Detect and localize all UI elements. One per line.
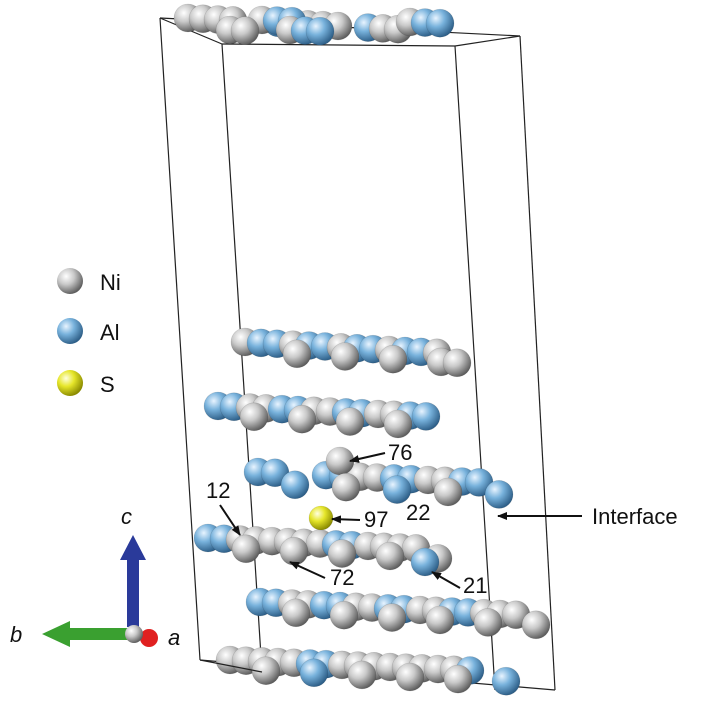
legend-al-marker — [57, 318, 83, 344]
al-atom — [425, 8, 455, 38]
legend-s-marker — [57, 370, 83, 396]
legend-ni-marker — [57, 268, 83, 294]
arrow-76 — [349, 452, 386, 463]
ni-atom — [327, 539, 357, 568]
al-atom — [299, 658, 329, 688]
ni-atom — [433, 477, 463, 507]
axes-indicator: c b a — [10, 504, 180, 650]
al-atom — [382, 475, 412, 504]
al-atom — [280, 470, 310, 500]
ni-atom — [442, 348, 472, 378]
arrow-21 — [431, 571, 461, 589]
axis-a-marker — [140, 629, 158, 647]
al-atom — [410, 547, 440, 577]
al-atom — [411, 402, 441, 431]
label-97: 97 — [364, 507, 388, 532]
legend-ni-label: Ni — [100, 270, 121, 295]
ni-atom — [251, 656, 281, 686]
ni-atom — [279, 536, 309, 566]
ni-atom — [329, 600, 359, 630]
axis-c-label: c — [121, 504, 132, 529]
axis-origin — [125, 625, 143, 643]
ni-atom — [383, 409, 413, 439]
site-annotations — [219, 452, 582, 589]
ni-atom — [375, 541, 405, 571]
axis-b-arrow — [42, 621, 132, 647]
atoms-layer — [173, 3, 551, 696]
arrow-72 — [289, 561, 326, 579]
ni-atom — [239, 402, 269, 432]
al-atom — [305, 16, 335, 46]
ni-atom — [377, 603, 407, 632]
label-76: 76 — [388, 440, 412, 465]
axis-c-arrow — [120, 535, 146, 627]
interface-label: Interface — [592, 504, 678, 529]
axis-a-label: a — [168, 625, 180, 650]
ni-atom — [443, 664, 473, 694]
ni-atom — [425, 605, 455, 635]
legend-s-label: S — [100, 372, 115, 397]
al-atom — [491, 666, 521, 696]
ni-atom — [330, 342, 360, 371]
ni-atom — [287, 404, 317, 434]
ni-atom — [335, 407, 365, 436]
ni-atom — [281, 598, 311, 628]
ni-atom — [521, 610, 551, 640]
ni-atom — [378, 344, 408, 374]
ni-atom — [331, 472, 361, 502]
al-atom — [484, 480, 514, 509]
label-21: 21 — [463, 573, 487, 598]
label-72: 72 — [330, 565, 354, 590]
arrow-97 — [331, 515, 361, 524]
ni-atom — [231, 534, 261, 564]
ni-atom — [325, 446, 355, 476]
legend-al-label: Al — [100, 320, 120, 345]
legend: Ni Al S — [57, 268, 121, 397]
arrow-12 — [219, 504, 241, 536]
ni-atom — [230, 16, 260, 45]
s-atom — [308, 505, 334, 531]
axis-b-label: b — [10, 622, 22, 647]
ni-atom — [395, 662, 425, 692]
unit-cell-front-edge — [199, 659, 263, 673]
ni-atom — [473, 608, 503, 637]
ni-atom — [347, 660, 377, 690]
label-22: 22 — [406, 500, 430, 525]
ni-atom — [282, 339, 312, 369]
label-12: 12 — [206, 478, 230, 503]
